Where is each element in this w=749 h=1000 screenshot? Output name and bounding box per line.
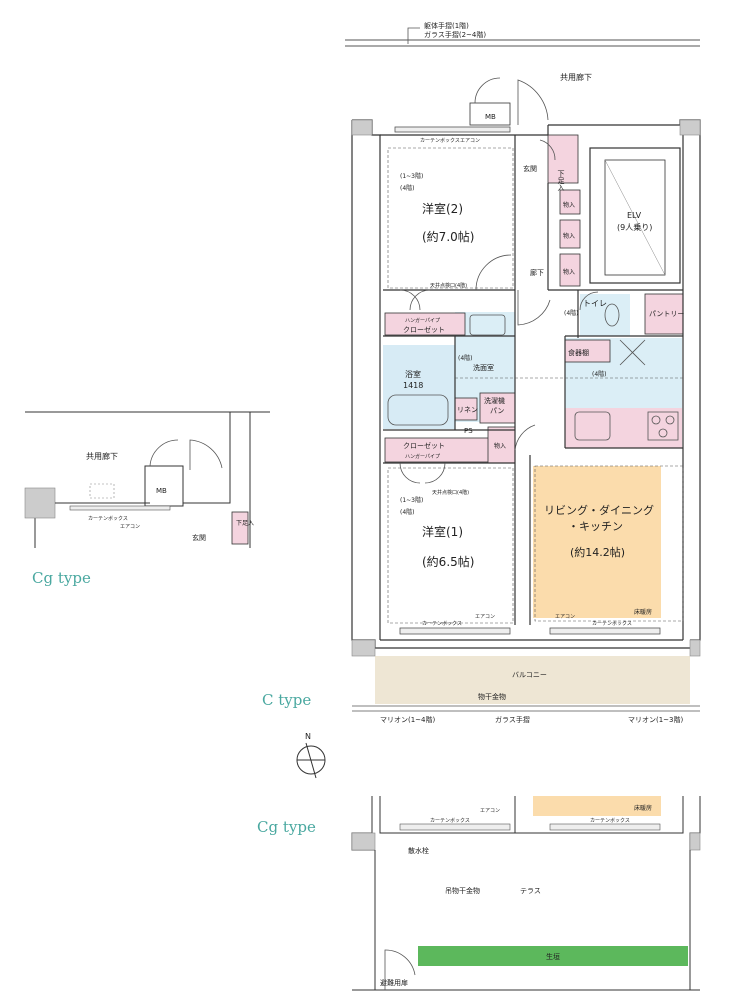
western1-size: (約6.5帖) [422,554,474,569]
floors-4-upper: (4階) [400,184,415,192]
elv-name: ELV [627,211,642,220]
mullion-1-4-label: マリオン(1~4階) [380,715,436,724]
cg-corridor-label: 共用廊下 [86,451,118,461]
aircon-upper: エアコン [460,138,480,144]
cg-type-label-top: Cg type [32,569,91,587]
ldk-size: (約14.2帖) [570,545,625,559]
floors-4-wash: (4階) [458,354,473,362]
balcony-label: バルコニー [512,671,547,679]
shoe-box-label: 下足入 [557,170,565,191]
closet-label-upper: クローゼット [403,325,445,334]
kitchen-counter-fill [565,408,682,448]
cg-bottom-curtain-box-right: カーテンボックス [590,817,630,824]
ldk-fill [533,466,661,618]
floors-1-3-lower: (1~3階) [400,496,423,504]
hydrant-label: 散水栓 [408,846,429,855]
fixtures [387,303,679,441]
curtain-box-upper: カーテンボックス [420,137,460,144]
hedge-label: 生垣 [546,952,560,961]
ldk-name-1: リビング・ダイニング [544,503,654,517]
ldk-name-2: ・キッチン [568,520,623,533]
elv-capacity: (9人乗り) [617,222,652,232]
western1-name: 洋室(1) [422,524,463,539]
cg-bottom-aircon-label: エアコン [480,808,500,814]
cg-floor-heating-label: 床暖房 [634,804,652,812]
toilet-label: トイレ [583,299,607,308]
storage-label-2: 物入 [563,232,575,240]
closet-label-lower: クローゼット [403,441,445,450]
ps-label: PS [464,427,473,435]
bathtub-icon [387,394,449,426]
cg-type-label-bottom: Cg type [257,818,316,836]
floors-1-3-upper: (1~3階) [400,172,423,180]
glass-railing-label: ガラス手摺 [495,715,530,724]
cg-bottom-curtain-box-left: カーテンボックス [430,817,470,824]
dish-cabinet-label: 食器棚 [568,348,589,357]
terrace-label: テラス [520,887,541,895]
doors [399,77,599,484]
aircon-lower-right: エアコン [555,614,575,620]
hanger-pipe-upper: ハンガーパイプ [405,317,440,324]
washroom-label: 洗面室 [473,363,494,372]
western2-size: (約7.0帖) [422,229,474,244]
columns [351,119,701,657]
cg-curtain-box-label: カーテンボックス [88,515,128,522]
hedge-fill [418,946,688,966]
storage-label-1: 物入 [563,201,575,209]
storage-label-4: 物入 [494,442,506,450]
floors-4-kitchen: (4階) [592,370,607,378]
linen-label: リネン [457,406,478,414]
curtain-box-lower-right: カーテンボックス [592,620,632,627]
corridor-label: 共用廊下 [560,72,592,82]
railing-notes: 躯体手摺(1階) ガラス手摺(2~4階) 共用廊下 [345,21,700,82]
hanger-pipe-lower: ハンガーパイプ [405,453,440,460]
cg-bottom: Cg type 床暖房 エアコン カーテンボックス カーテンボックス 散水栓 吊… [257,796,701,991]
railing-note-1: 躯体手摺(1階) [424,21,469,30]
ceiling-inspection-upper: 天井点検口(4階) [430,282,467,289]
toilet-icon [604,303,620,327]
washbasin-icon [469,314,506,336]
ceiling-inspection-lower: 天井点検口(4階) [432,489,469,496]
mullion-1-3-label: マリオン(1~3階) [628,715,684,724]
bath-name: 浴室 [405,369,421,379]
hanging-drying-label: 吊物干金物 [445,886,480,895]
walls [351,119,701,649]
floor-heating-label: 床暖房 [634,608,652,616]
compass-north: N [305,732,311,741]
drying-hardware-label: 物干金物 [478,692,506,701]
cg-aircon-label: エアコン [120,524,140,530]
cg-inset: 共用廊下 MB 玄関 下足入 カーテンボックス エアコン Cg type [24,411,270,587]
pantry-label: パントリー [649,310,684,318]
evacuation-door-label: 避難用扉 [380,978,408,987]
room-fills [375,134,690,704]
sink-icon [574,411,611,441]
entrance-label: 玄関 [523,164,537,173]
hallway-label: 廊下 [530,268,544,277]
western2-name: 洋室(2) [422,201,463,216]
curtain-box-lower-left: カーテンボックス [422,620,462,627]
balcony-fill [375,656,690,704]
floors-4-toilet: (4階) [564,309,579,317]
cg-mb-label: MB [156,487,167,495]
aircon-lower-left: エアコン [475,614,495,620]
mb-label: MB [485,113,496,121]
dashed-lines [387,147,684,624]
window-strips [352,126,700,712]
floors-4-lower: (4階) [400,508,415,516]
bath-size: 1418 [403,381,423,390]
room-labels: 洋室(2) (約7.0帖) 洋室(1) (約6.5帖) リビング・ダイニング ・… [380,113,684,724]
cg-shoe-box-label: 下足入 [236,520,254,527]
stove-icon [647,411,679,441]
storage-label-3: 物入 [563,268,575,276]
laundry-label-1: 洗濯機 [484,396,505,405]
laundry-label-2: パン [490,407,504,415]
c-type-label: C type [262,691,311,709]
railing-note-2: ガラス手摺(2~4階) [424,30,486,39]
compass-icon: N [296,732,326,779]
cg-entrance-label: 玄関 [192,533,206,542]
bath-fill [383,345,455,429]
